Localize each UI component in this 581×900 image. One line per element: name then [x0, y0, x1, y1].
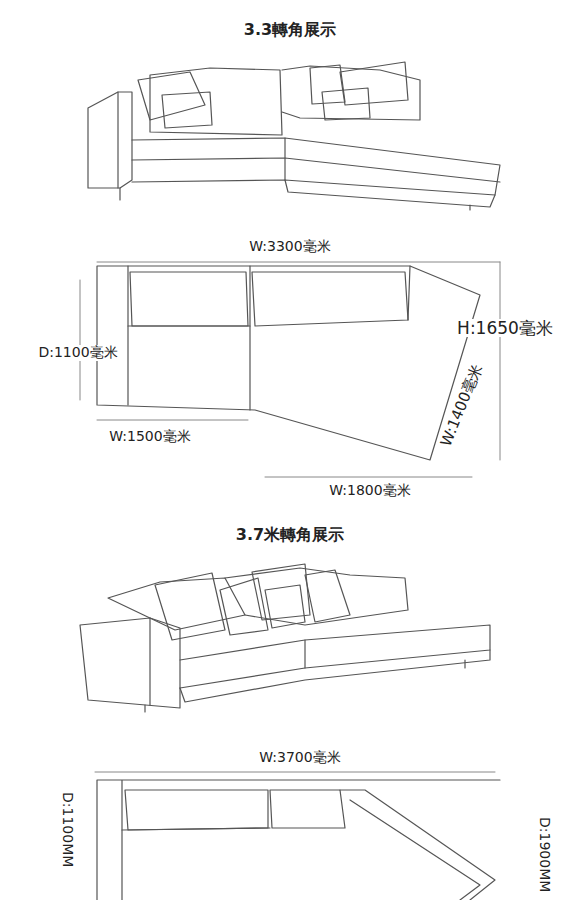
section-title: 3.3轉角展示 — [242, 21, 338, 39]
height-dimension: H:1650毫米 — [455, 319, 555, 338]
width-dimension: W:3700毫米 — [257, 750, 342, 765]
width-dimension: W:1400毫米 — [437, 360, 486, 451]
width-dimension: W:1500毫米 — [107, 429, 192, 444]
section-title: 3.7米轉角展示 — [234, 526, 346, 544]
width-dimension: W:3300毫米 — [247, 239, 332, 254]
depth-dimension: D:1900MM — [537, 815, 552, 894]
depth-dimension: D:1100毫米 — [36, 345, 119, 360]
width-dimension: W:1800毫米 — [327, 483, 412, 498]
depth-dimension: D:1100MM — [60, 790, 75, 869]
